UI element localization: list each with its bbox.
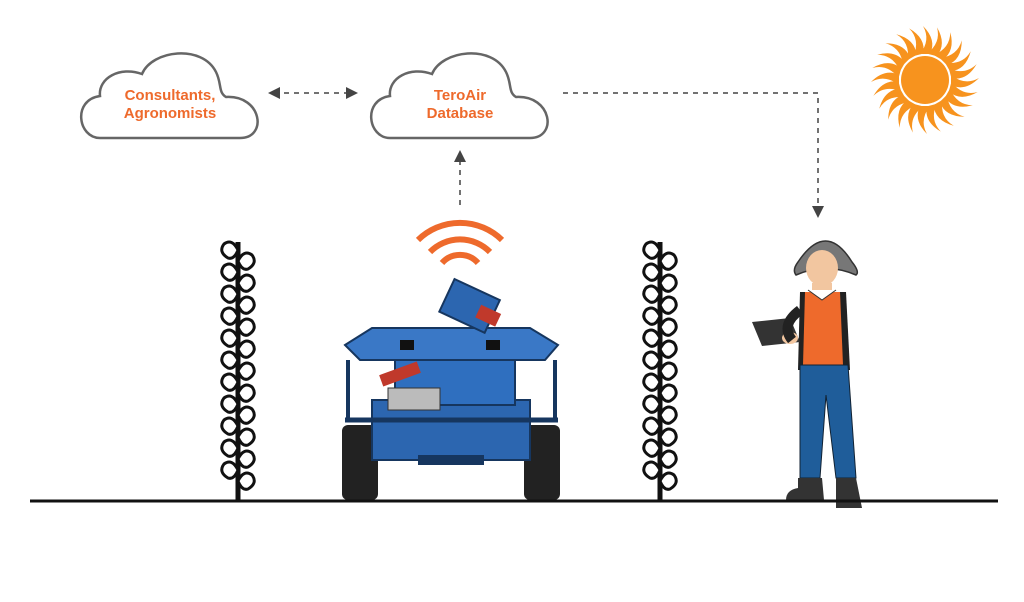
sun-ray: [885, 43, 911, 66]
database-label-line1: TeroAir: [434, 87, 486, 104]
plant-leaf: [658, 449, 678, 469]
plant-leaf: [220, 460, 240, 480]
sun-ray: [898, 100, 917, 128]
plant-leaf: [220, 372, 240, 392]
plant-leaf: [658, 383, 678, 403]
plant-leaf: [220, 394, 240, 414]
sun-ray: [926, 103, 941, 132]
sun-ray: [920, 26, 933, 54]
plant-leaf: [658, 273, 678, 293]
plant-leaf: [658, 427, 678, 447]
plant-leaf: [642, 372, 662, 392]
database-cloud: TeroAir Database: [369, 52, 549, 140]
robot-illustration: [342, 277, 560, 500]
plant-leaf: [642, 328, 662, 348]
plant-leaf: [236, 383, 256, 403]
plant-leaf: [642, 460, 662, 480]
wifi-icon: [415, 219, 505, 266]
plant-leaf: [236, 317, 256, 337]
sun-ray: [948, 81, 978, 97]
plant-leaf: [658, 317, 678, 337]
sun-ray: [917, 106, 930, 134]
plant-leaf: [236, 471, 256, 491]
sun-ray: [871, 72, 899, 85]
sun-ray: [879, 88, 905, 109]
sun-ray: [888, 94, 911, 120]
plant-leaf: [236, 251, 256, 271]
sun-ray: [948, 64, 977, 79]
plant-leaf: [236, 361, 256, 381]
plant-leaf: [236, 339, 256, 359]
sun-ray: [909, 28, 924, 57]
sun-ray: [896, 34, 917, 60]
plant-leaf: [658, 361, 678, 381]
plant-leaf: [642, 350, 662, 370]
plant-leaf: [236, 273, 256, 293]
plant-leaf: [220, 262, 240, 282]
sun-ray: [939, 94, 965, 117]
sun-icon: [871, 26, 979, 134]
plant-leaf: [658, 471, 678, 491]
plant-leaf: [236, 295, 256, 315]
database-label-line2: Database: [427, 105, 494, 122]
sun-ray: [939, 40, 962, 66]
plant-leaf: [658, 251, 678, 271]
plant-leaf: [220, 438, 240, 458]
plant-leaf: [220, 350, 240, 370]
plant-leaf: [642, 262, 662, 282]
right-wheel: [524, 425, 560, 500]
consultants-cloud: Consultants, Agronomists: [79, 52, 259, 140]
plant-leaf: [236, 405, 256, 425]
plant-leaf: [642, 284, 662, 304]
plant-leaf: [658, 405, 678, 425]
sun-ray: [877, 53, 905, 72]
consultants-label-line2: Agronomists: [124, 105, 217, 122]
sun-ray: [945, 51, 971, 72]
sun-ray: [926, 27, 942, 57]
farmer-illustration: [752, 240, 862, 508]
plant-leaf: [236, 449, 256, 469]
sun-ray: [933, 100, 954, 126]
sun-ray: [872, 63, 902, 79]
sun-ray: [945, 88, 973, 107]
plant-icon: [220, 240, 256, 500]
plant-icon: [642, 240, 678, 500]
plant-leaf: [236, 427, 256, 447]
plant-leaf: [220, 416, 240, 436]
plant-leaf: [220, 306, 240, 326]
database-to-farmer-arrow: [563, 92, 824, 218]
sun-ray: [873, 81, 902, 96]
left-wheel: [342, 425, 378, 500]
plant-leaf: [220, 284, 240, 304]
plant-leaf: [642, 416, 662, 436]
plant-leaf: [220, 328, 240, 348]
sun-ray: [933, 32, 952, 60]
plant-leaf: [642, 394, 662, 414]
plant-leaf: [642, 306, 662, 326]
sun-ray: [908, 103, 924, 133]
plant-leaf: [220, 240, 240, 260]
plant-leaf: [642, 240, 662, 260]
plant-leaf: [658, 339, 678, 359]
plant-leaf: [642, 438, 662, 458]
consultants-label-line1: Consultants,: [125, 87, 216, 104]
plant-leaf: [658, 295, 678, 315]
sun-ray: [951, 75, 979, 88]
